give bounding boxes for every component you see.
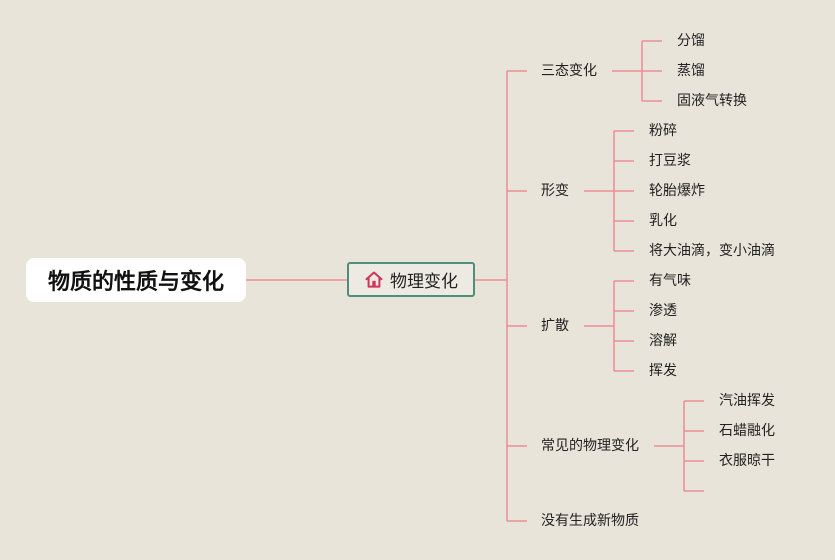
category-diffusion[interactable]: 扩散	[541, 317, 569, 335]
home-icon	[365, 271, 383, 288]
category-common-changes[interactable]: 常见的物理变化	[541, 437, 639, 455]
category-label: 三态变化	[541, 63, 597, 79]
leaf-label: 乳化	[649, 213, 677, 229]
leaf-node[interactable]: 乳化	[649, 212, 677, 230]
leaf-node[interactable]: 挥发	[649, 362, 677, 380]
leaf-node[interactable]: 固液气转换	[677, 92, 747, 110]
leaf-label: 分馏	[677, 33, 705, 49]
hub-topic[interactable]: 物理变化	[347, 262, 475, 297]
leaf-label: 轮胎爆炸	[649, 183, 705, 199]
leaf-node[interactable]: 石蜡融化	[719, 422, 775, 440]
category-no-new-substance[interactable]: 没有生成新物质	[541, 512, 639, 530]
leaf-node[interactable]: 汽油挥发	[719, 392, 775, 410]
hub-topic-label: 物理变化	[390, 272, 458, 292]
leaf-label: 蒸馏	[677, 63, 705, 79]
leaf-node[interactable]: 蒸馏	[677, 62, 705, 80]
category-label: 形变	[541, 183, 569, 199]
leaf-node[interactable]: 打豆浆	[649, 152, 691, 170]
category-label: 没有生成新物质	[541, 513, 639, 529]
leaf-label: 固液气转换	[677, 93, 747, 109]
leaf-node[interactable]: 衣服晾干	[719, 452, 775, 470]
leaf-label: 打豆浆	[649, 153, 691, 169]
category-three-states[interactable]: 三态变化	[541, 62, 597, 80]
leaf-label: 渗透	[649, 303, 677, 319]
leaf-label: 汽油挥发	[719, 393, 775, 409]
leaf-label: 石蜡融化	[719, 423, 775, 439]
leaf-label: 粉碎	[649, 123, 677, 139]
leaf-node[interactable]: 有气味	[649, 272, 691, 290]
leaf-label: 挥发	[649, 363, 677, 379]
leaf-label: 将大油滴，变小油滴	[649, 243, 775, 259]
leaf-node[interactable]: 溶解	[649, 332, 677, 350]
leaf-node[interactable]: 轮胎爆炸	[649, 182, 705, 200]
root-topic[interactable]: 物质的性质与变化	[26, 258, 246, 302]
leaf-label: 衣服晾干	[719, 453, 775, 469]
root-topic-label: 物质的性质与变化	[47, 270, 224, 295]
leaf-node[interactable]: 渗透	[649, 302, 677, 320]
leaf-node[interactable]: 分馏	[677, 32, 705, 50]
category-label: 扩散	[541, 318, 569, 334]
leaf-node[interactable]: 将大油滴，变小油滴	[649, 242, 775, 260]
leaf-node[interactable]: 粉碎	[649, 122, 677, 140]
leaf-label: 有气味	[649, 273, 691, 289]
leaf-label: 溶解	[649, 333, 677, 349]
category-label: 常见的物理变化	[541, 438, 639, 454]
category-deformation[interactable]: 形变	[541, 182, 569, 200]
